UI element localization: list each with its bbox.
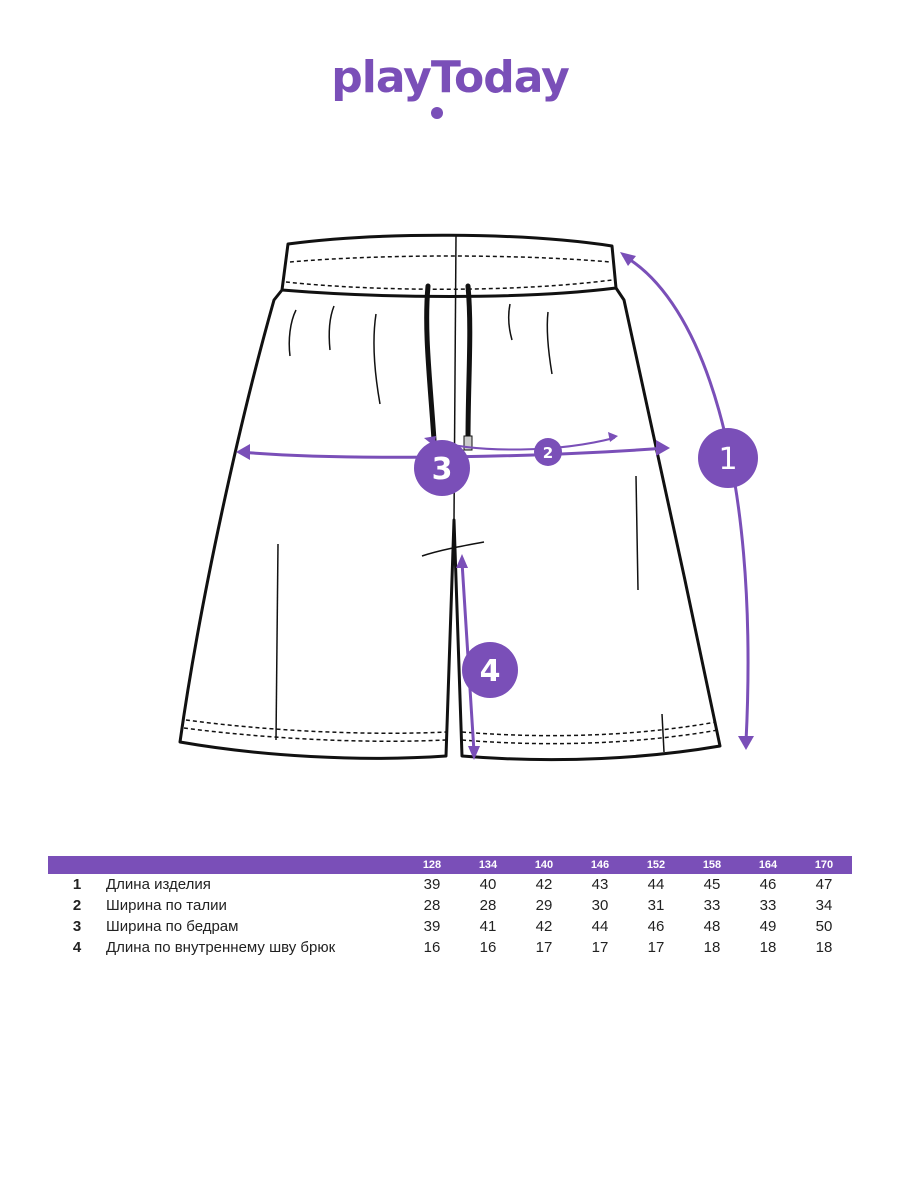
measurement-value: 33 xyxy=(703,897,721,914)
row-number: 4 xyxy=(72,939,82,956)
svg-text:4: 4 xyxy=(480,654,501,689)
measurement-value: 17 xyxy=(591,939,609,956)
measurement-value: 31 xyxy=(647,897,665,914)
marker-4: 4 xyxy=(462,642,518,698)
svg-text:3: 3 xyxy=(432,452,453,487)
svg-text:2: 2 xyxy=(543,444,553,462)
size-header: 146 xyxy=(572,856,628,874)
size-header: 128 xyxy=(404,856,460,874)
size-header: 164 xyxy=(740,856,796,874)
measurement-value: 16 xyxy=(423,939,441,956)
size-table: 128 134 140 146 152 158 164 170 1 Длина … xyxy=(48,856,852,958)
table-row: 2 Ширина по талии 28 28 29 30 31 33 33 3… xyxy=(48,895,852,916)
size-header: 152 xyxy=(628,856,684,874)
header-blank xyxy=(106,856,404,874)
measurement-value: 48 xyxy=(703,918,721,935)
shorts-measurement-diagram: 1 2 3 4 xyxy=(178,233,758,762)
measurement-value: 17 xyxy=(647,939,665,956)
measurement-name: Длина изделия xyxy=(106,876,211,893)
measurement-value: 28 xyxy=(479,897,497,914)
measurement-value: 16 xyxy=(479,939,497,956)
row-number: 2 xyxy=(72,897,82,914)
measurement-value: 43 xyxy=(591,876,609,893)
brand-logo: playToday xyxy=(0,52,900,103)
measurement-value: 44 xyxy=(647,876,665,893)
measurement-value: 49 xyxy=(759,918,777,935)
row-number: 1 xyxy=(72,876,82,893)
shorts-outline xyxy=(178,233,722,762)
measure-line-1 xyxy=(622,254,750,744)
measurement-value: 18 xyxy=(703,939,721,956)
size-header-row: 128 134 140 146 152 158 164 170 xyxy=(48,856,852,874)
table-row: 1 Длина изделия 39 40 42 43 44 45 46 47 xyxy=(48,874,852,895)
measurement-value: 45 xyxy=(703,876,721,893)
measurement-value: 29 xyxy=(535,897,553,914)
measurement-value: 30 xyxy=(591,897,609,914)
brand-logo-text: playToday xyxy=(331,52,570,103)
measurement-value: 33 xyxy=(759,897,777,914)
measurement-value: 17 xyxy=(535,939,553,956)
measurement-name: Ширина по бедрам xyxy=(106,918,239,935)
measurement-value: 46 xyxy=(647,918,665,935)
measurement-name: Длина по внутреннему шву брюк xyxy=(106,939,336,956)
measurement-value: 34 xyxy=(815,897,833,914)
marker-3: 3 xyxy=(414,440,470,496)
table-row: 4 Длина по внутреннему шву брюк 16 16 17… xyxy=(48,937,852,958)
header-blank xyxy=(48,856,106,874)
row-number: 3 xyxy=(72,918,82,935)
brand-logo-dot xyxy=(431,107,443,119)
drawstrings xyxy=(424,283,473,443)
measurement-value: 50 xyxy=(815,918,833,935)
marker-2: 2 xyxy=(534,438,562,466)
size-header: 158 xyxy=(684,856,740,874)
measurement-arrowheads xyxy=(236,252,754,760)
drawstring-tip xyxy=(463,435,473,451)
measurement-value: 28 xyxy=(423,897,441,914)
measurement-value: 18 xyxy=(759,939,777,956)
measurement-value: 44 xyxy=(591,918,609,935)
measurement-name: Ширина по талии xyxy=(106,897,227,914)
measurement-value: 18 xyxy=(815,939,833,956)
size-header: 134 xyxy=(460,856,516,874)
table-row: 3 Ширина по бедрам 39 41 42 44 46 48 49 … xyxy=(48,916,852,937)
svg-text:1: 1 xyxy=(718,442,737,477)
measurement-value: 42 xyxy=(535,876,553,893)
measurement-value: 39 xyxy=(423,876,441,893)
marker-1: 1 xyxy=(698,428,758,488)
measurement-value: 41 xyxy=(479,918,497,935)
measurement-value: 42 xyxy=(535,918,553,935)
measurement-value: 40 xyxy=(479,876,497,893)
measurement-value: 46 xyxy=(759,876,777,893)
size-header: 140 xyxy=(516,856,572,874)
size-header: 170 xyxy=(796,856,852,874)
measurement-value: 39 xyxy=(423,918,441,935)
measurement-value: 47 xyxy=(815,876,833,893)
